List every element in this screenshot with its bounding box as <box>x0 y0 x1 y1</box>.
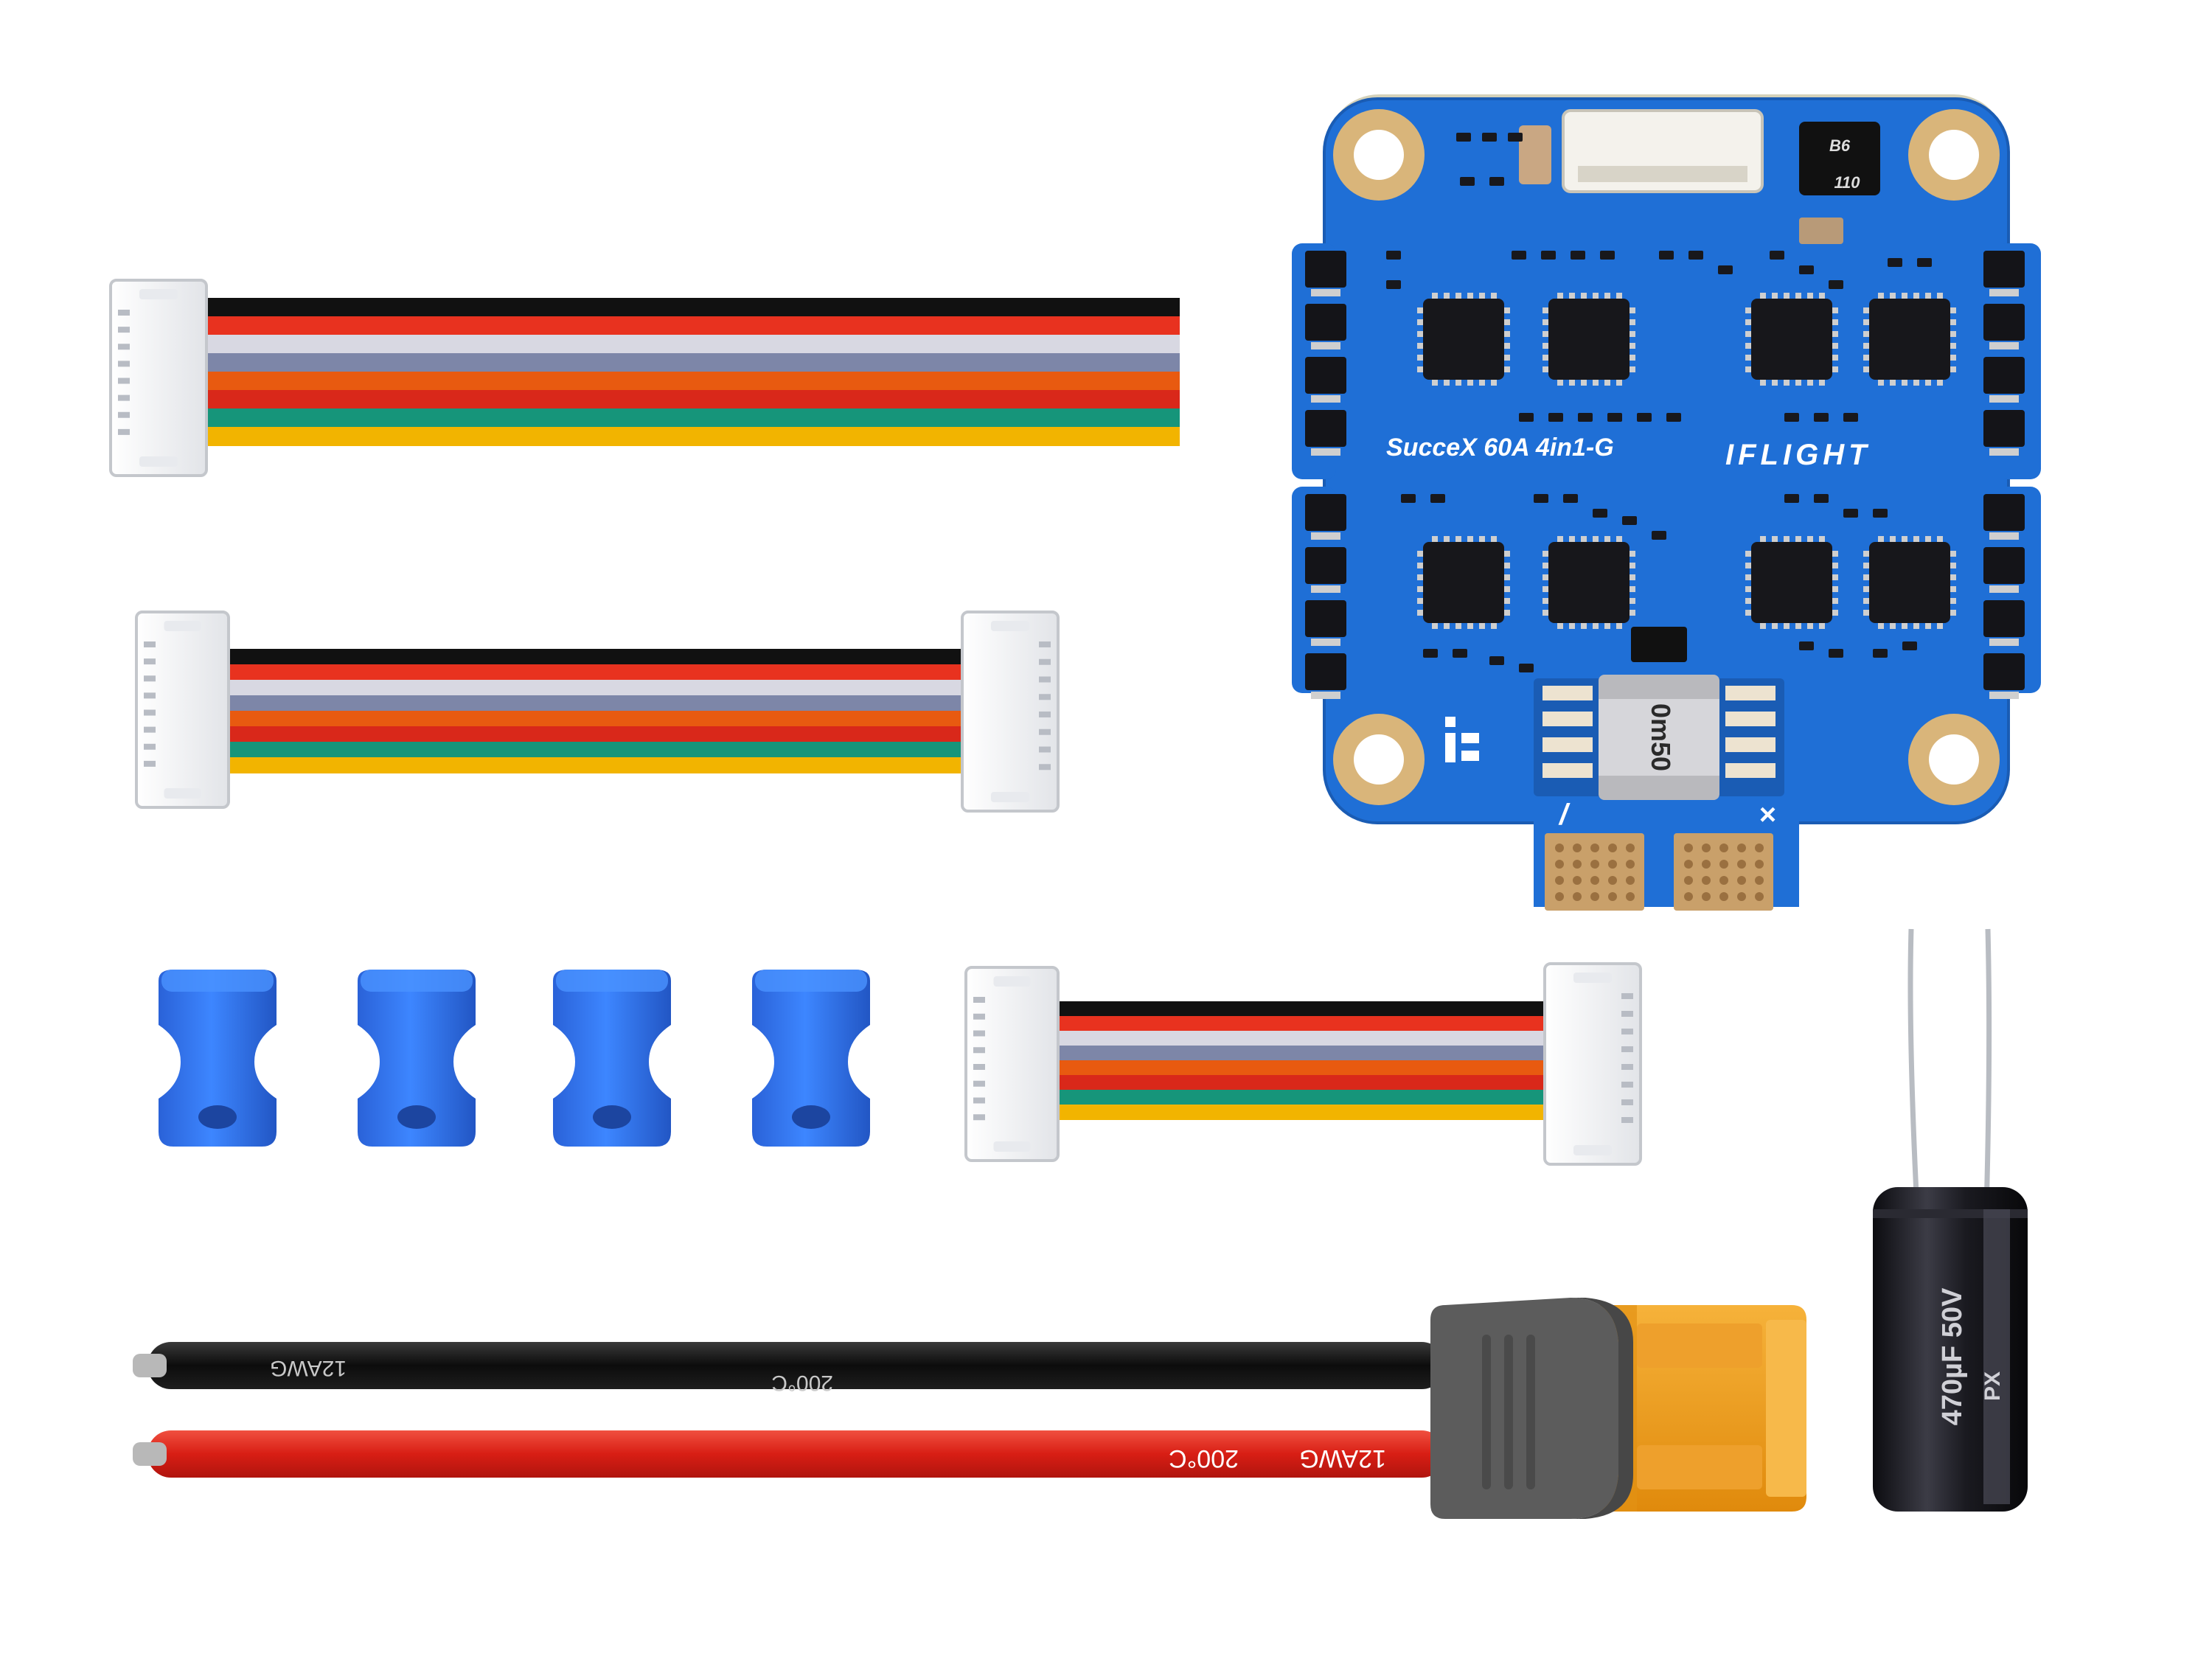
damper <box>159 970 276 1147</box>
cable-wire <box>221 695 973 712</box>
cable-wire <box>203 390 1180 409</box>
chip <box>1417 536 1510 629</box>
cable-wire <box>221 757 973 773</box>
ribbon-cable-medium <box>135 611 1060 813</box>
part-label-top2: B6 <box>1829 136 1851 155</box>
damper <box>553 970 671 1147</box>
red-wire-gauge: 12AWG <box>1299 1444 1386 1472</box>
chip-array <box>1417 293 1956 629</box>
black-wire-temp: 200°C <box>771 1371 833 1395</box>
polarity-plus-mark: / <box>1558 799 1571 831</box>
black-wire <box>147 1342 1445 1389</box>
cable-wire <box>203 427 1180 446</box>
cable-wire <box>1047 1105 1552 1120</box>
chip <box>1543 293 1635 386</box>
cable-wire <box>203 372 1180 391</box>
chip <box>1745 536 1838 629</box>
cable-wire <box>221 726 973 742</box>
cable-wire <box>1047 1031 1552 1046</box>
cable-wire <box>1047 1075 1552 1091</box>
current-shunt: 0m50 <box>1534 627 1784 800</box>
cable-wire <box>221 664 973 681</box>
damper-set <box>159 970 870 1147</box>
chip <box>1543 536 1635 629</box>
smd-components <box>1386 133 1932 672</box>
part-label-top: 110 <box>1834 173 1860 192</box>
esc-model-text: SucceX 60A 4in1-G <box>1386 434 1614 462</box>
cable-wire <box>221 649 973 665</box>
cable-wire <box>221 742 973 758</box>
power-lead: 12AWG 200°C 200°C 12AWG <box>133 1298 1806 1519</box>
capacitor: 470µF 50V PX <box>1873 928 2028 1512</box>
battery-pads <box>1545 833 1773 911</box>
shunt-value: 0m50 <box>1646 703 1676 771</box>
cable-wire <box>203 316 1180 335</box>
cable-wire <box>1047 1001 1552 1017</box>
polarity-minus-mark: × <box>1759 799 1775 831</box>
mosfet-columns <box>1305 251 2025 699</box>
ribbon-cable-long <box>109 279 1180 477</box>
black-wire-gauge: 12AWG <box>270 1356 347 1380</box>
cable-wire <box>1047 1016 1552 1032</box>
damper <box>752 970 870 1147</box>
cable-wire <box>203 353 1180 372</box>
esc-brand-text: IFLIGHT <box>1725 439 1871 471</box>
cable-wire <box>1047 1046 1552 1061</box>
chip <box>1863 293 1956 386</box>
cable-wire <box>1047 1090 1552 1105</box>
chip <box>1863 536 1956 629</box>
chip <box>1417 293 1510 386</box>
chip <box>1745 293 1838 386</box>
damper <box>358 970 476 1147</box>
red-wire <box>147 1430 1445 1478</box>
cable-wire <box>203 408 1180 428</box>
capacitor-brand: PX <box>1980 1371 2005 1401</box>
esc-board: B6 110 SucceX 60A 4in1-G IFLIGHT <box>1292 94 2041 911</box>
cable-wire <box>221 711 973 727</box>
mounting-holes <box>1333 109 2000 805</box>
capacitor-rating: 470µF 50V <box>1937 1287 1968 1425</box>
cable-wire <box>221 680 973 696</box>
cable-wire <box>203 298 1180 317</box>
cable-wire <box>203 335 1180 354</box>
cable-wire <box>1047 1060 1552 1076</box>
ribbon-cable-short <box>964 962 1642 1166</box>
iflight-logo-mark <box>1445 717 1479 762</box>
xt60-connector <box>1430 1298 1806 1519</box>
red-wire-temp: 200°C <box>1169 1444 1239 1472</box>
